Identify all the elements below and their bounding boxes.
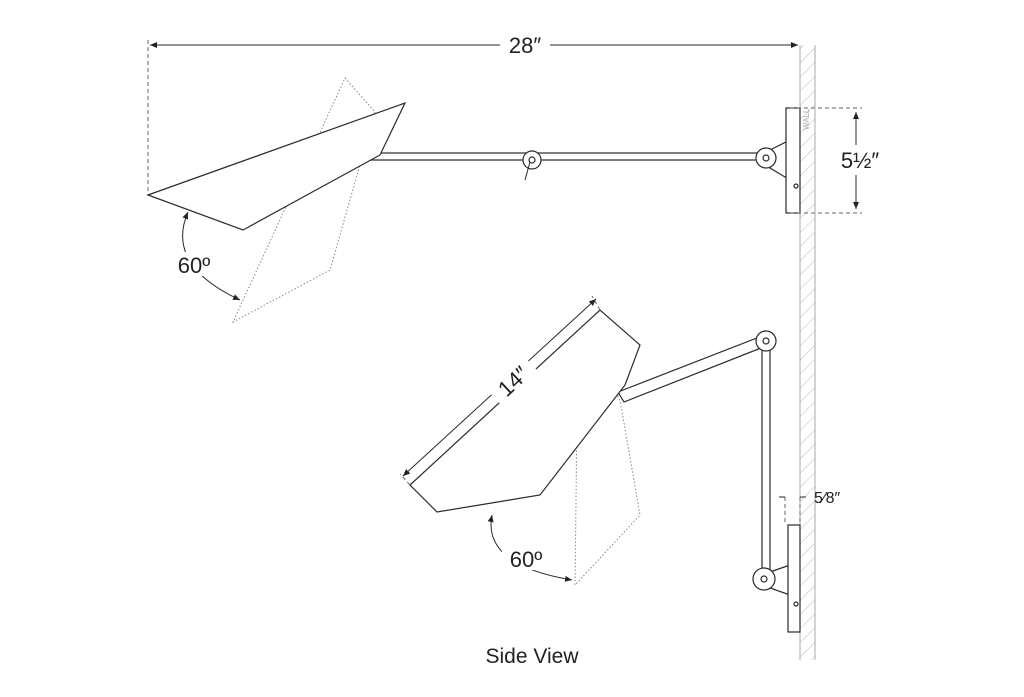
plate-depth-label: 5⁄8″	[814, 490, 840, 507]
width-label: 28″	[509, 33, 541, 58]
plate-height-label: 5½″	[841, 148, 880, 173]
wall-label: WALL	[802, 108, 811, 130]
wall-plate	[787, 524, 801, 633]
width-dimension: 28″	[147, 32, 798, 195]
angle-bottom-label: 60º	[510, 547, 543, 572]
diagram-title: Side View	[485, 645, 579, 668]
wall-plate	[785, 107, 801, 214]
lamp-folded: 14″ 60º 5⁄8″	[399, 295, 840, 633]
wall: WALL	[799, 45, 816, 660]
angle-top-label: 60º	[178, 253, 211, 278]
lamp-extended: 60º	[146, 77, 801, 324]
plate-height-dimension: 5½″	[790, 107, 890, 214]
